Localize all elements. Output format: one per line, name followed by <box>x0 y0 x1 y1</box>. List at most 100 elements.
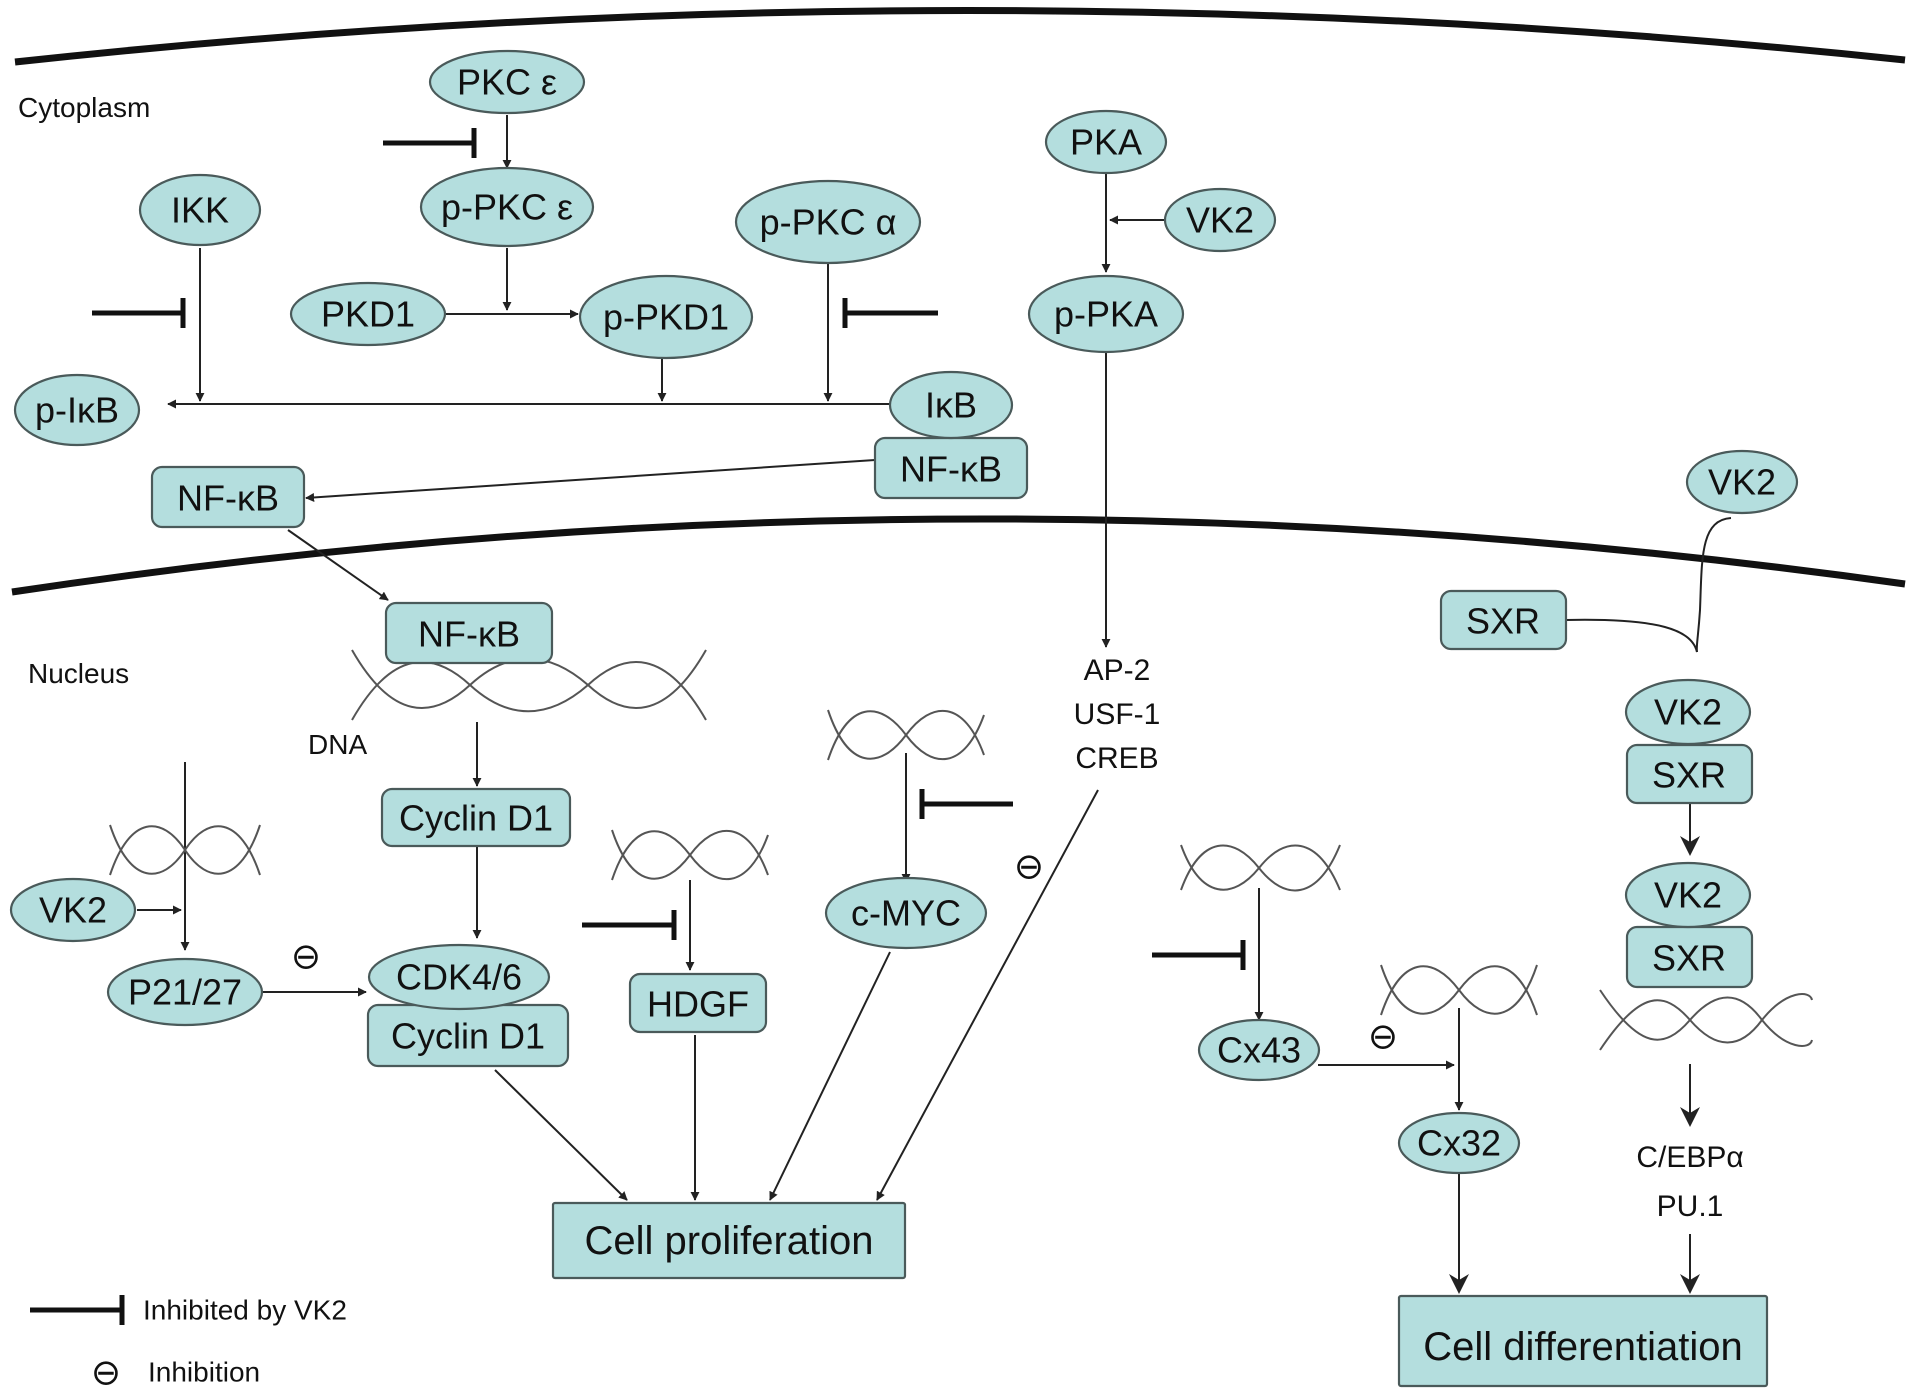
dna-helix-cx43 <box>1180 844 1341 892</box>
node-vk2-mid-label: VK2 <box>1654 692 1722 733</box>
node-pkd1-label: PKD1 <box>321 294 415 335</box>
node-cx32: Cx32 <box>1397 1111 1521 1175</box>
nucleus-label: Nucleus <box>28 658 129 689</box>
node-sxr-low: SXR <box>1625 925 1754 989</box>
node-ikb: IκB <box>888 370 1014 440</box>
node-cell-proliferation-label: Cell proliferation <box>584 1219 873 1263</box>
legend-inhibition-symbol: ⊖ <box>91 1352 121 1393</box>
inhibitor-cx43 <box>1152 940 1246 970</box>
arrow-nfkb-nuclear-translocation <box>287 529 389 601</box>
node-p-ikb-label: p-IκB <box>35 390 119 431</box>
node-ikk: IKK <box>138 173 262 247</box>
legend: Inhibited by VK2 ⊖ Inhibition <box>30 1295 347 1393</box>
arrow-nfkb-release <box>305 459 876 502</box>
node-cyclin-d1-bottom-label: Cyclin D1 <box>391 1016 545 1057</box>
inhibitor-ikk <box>92 298 186 328</box>
node-vk2-p2127-label: VK2 <box>39 890 107 931</box>
node-cdk46: CDK4/6 <box>367 943 551 1011</box>
node-cmyc: c-MYC <box>824 876 988 950</box>
tf-pu1: PU.1 <box>1657 1190 1724 1223</box>
node-cx32-label: Cx32 <box>1417 1123 1501 1164</box>
inhibitor-ppkca <box>842 298 938 328</box>
inhibitor-hdgf <box>582 910 677 940</box>
node-vk2-low-label: VK2 <box>1654 875 1722 916</box>
node-hdgf: HDGF <box>628 972 768 1034</box>
inhibitor-ppkce <box>383 128 477 158</box>
node-cmyc-label: c-MYC <box>851 893 961 934</box>
legend-inhibited-by-vk2-symbol <box>30 1295 125 1325</box>
node-cyclin-d1-top: Cyclin D1 <box>380 787 572 848</box>
node-vk2-low: VK2 <box>1624 861 1752 929</box>
dna-helix-p2127 <box>109 824 261 876</box>
node-vk2-pka: VK2 <box>1163 187 1277 253</box>
node-hdgf-label: HDGF <box>647 984 749 1025</box>
tf-cebpa: C/EBPα <box>1636 1141 1743 1174</box>
tf-creb: CREB <box>1075 742 1158 775</box>
nuclear-membrane <box>11 515 1906 596</box>
node-vk2-pka-label: VK2 <box>1186 200 1254 241</box>
node-p-pka: p-PKA <box>1027 274 1185 354</box>
node-vk2-top-label: VK2 <box>1708 462 1776 503</box>
node-p-pkca-label: p-PKC α <box>760 202 897 243</box>
arrow-cyclind1-to-cell-proliferation <box>494 1069 628 1201</box>
node-p-pkd1-label: p-PKD1 <box>603 297 729 338</box>
node-pkce-label: PKC ε <box>457 62 557 103</box>
node-pka-label: PKA <box>1070 122 1142 163</box>
node-pka: PKA <box>1044 109 1168 175</box>
dna-label: DNA <box>308 729 367 760</box>
node-nfkb-nucleus: NF-κB <box>384 601 554 665</box>
dna-helix-hdgf <box>611 829 769 881</box>
inhibition-marker-tf: ⊖ <box>1014 846 1044 887</box>
tf-ap2: AP-2 <box>1084 654 1151 687</box>
node-ikk-label: IKK <box>171 190 229 231</box>
inhibition-marker-p2127: ⊖ <box>291 936 321 977</box>
cytoplasm-label: Cytoplasm <box>18 92 150 123</box>
node-p-pkce-label: p-PKC ε <box>441 187 573 228</box>
node-pkce: PKC ε <box>428 49 586 115</box>
node-cell-proliferation: Cell proliferation <box>551 1201 907 1280</box>
dna-helix-cx32 <box>1380 964 1538 1016</box>
node-cyclin-d1-bottom: Cyclin D1 <box>366 1003 570 1068</box>
node-vk2-p2127: VK2 <box>9 877 137 943</box>
inhibition-marker-cx43: ⊖ <box>1368 1016 1398 1057</box>
node-cdk46-label: CDK4/6 <box>396 957 522 998</box>
node-cell-differentiation-label: Cell differentiation <box>1423 1325 1742 1369</box>
node-cell-differentiation: Cell differentiation <box>1397 1294 1769 1388</box>
node-nfkb-nucleus-label: NF-κB <box>418 614 520 655</box>
node-p-pka-label: p-PKA <box>1054 294 1158 335</box>
node-p-pkca: p-PKC α <box>734 179 922 265</box>
node-cx43-label: Cx43 <box>1217 1030 1301 1071</box>
legend-inhibition: Inhibition <box>148 1357 260 1388</box>
node-p2127-label: P21/27 <box>128 972 242 1013</box>
cell-membrane <box>14 7 1906 66</box>
node-p-ikb: p-IκB <box>13 373 141 447</box>
node-cx43: Cx43 <box>1197 1018 1321 1082</box>
node-p2127: P21/27 <box>106 957 264 1027</box>
tf-usf1: USF-1 <box>1074 698 1161 731</box>
node-p-pkd1: p-PKD1 <box>578 274 754 360</box>
node-nfkb-cytoplasm: NF-κB <box>150 465 306 529</box>
node-vk2-mid: VK2 <box>1624 678 1752 746</box>
node-pkd1: PKD1 <box>289 281 447 347</box>
node-nfkb-cytoplasm-label: NF-κB <box>177 478 279 519</box>
node-sxr-mid-label: SXR <box>1652 755 1726 796</box>
dna-helix-sxr <box>1599 989 1813 1051</box>
connector-sxr-to-vk2-binding <box>1565 618 1698 653</box>
node-sxr-free: SXR <box>1439 589 1568 651</box>
node-sxr-free-label: SXR <box>1466 601 1540 642</box>
node-vk2-top: VK2 <box>1685 449 1799 515</box>
node-sxr-low-label: SXR <box>1652 938 1726 979</box>
inhibitor-cmyc <box>919 789 1013 819</box>
legend-inhibited-by-vk2: Inhibited by VK2 <box>143 1295 347 1326</box>
dna-helix-cmyc <box>827 709 985 761</box>
node-sxr-mid: SXR <box>1625 743 1754 805</box>
connector-vk2-to-sxr <box>1695 517 1732 653</box>
node-ikb-label: IκB <box>925 385 977 426</box>
node-cyclin-d1-top-label: Cyclin D1 <box>399 798 553 839</box>
node-p-pkce: p-PKC ε <box>419 166 595 248</box>
arrow-cmyc-to-cell-proliferation <box>769 951 891 1201</box>
node-nfkb-complex-label: NF-κB <box>900 449 1002 490</box>
node-nfkb-complex: NF-κB <box>873 436 1029 500</box>
arrow-tf-to-cell-proliferation <box>876 789 1099 1201</box>
